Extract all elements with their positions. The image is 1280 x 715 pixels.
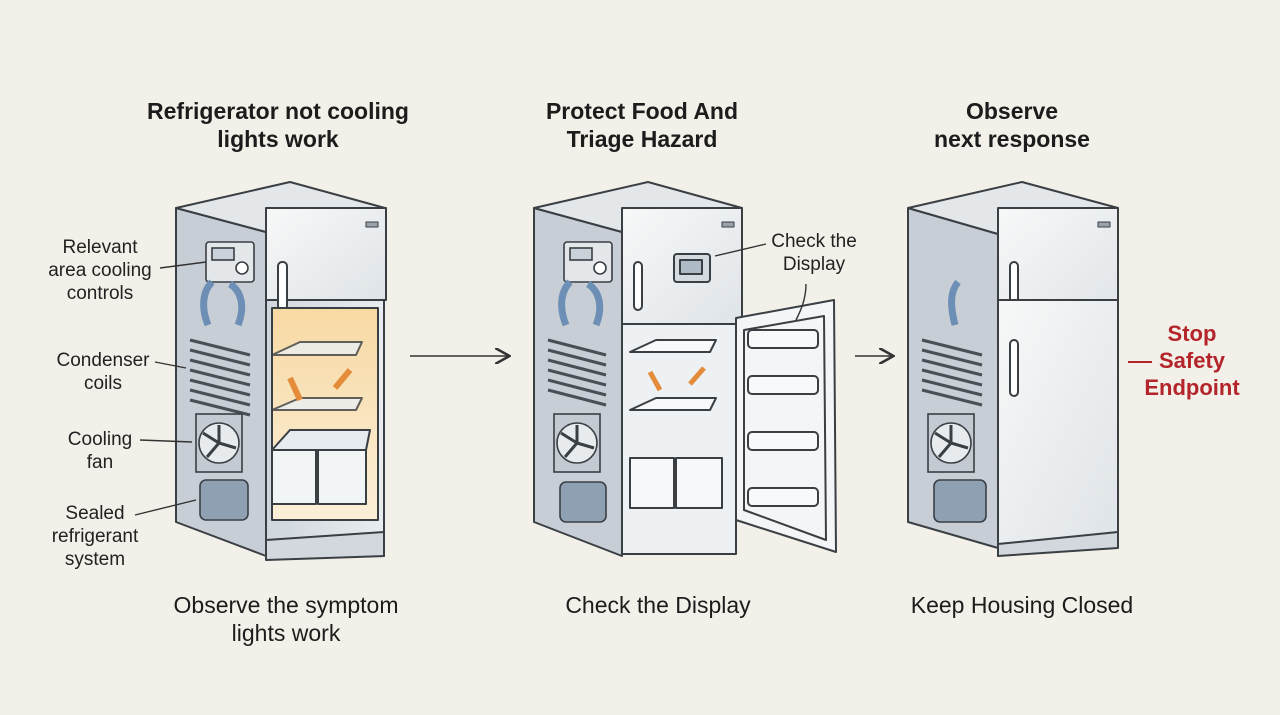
condenser-coil-icon xyxy=(189,338,251,417)
step-1-title: Refrigerator not cooling lights work xyxy=(147,98,409,152)
compressor-icon xyxy=(199,479,249,521)
cooling-fan-icon xyxy=(195,413,243,473)
step-3-caption: Keep Housing Closed xyxy=(910,592,1134,618)
callout-sealed-refrigerant-system: Sealed refrigerant system xyxy=(51,503,139,570)
fridge-1-leader-lines xyxy=(134,261,207,516)
fridge-2-components xyxy=(547,241,706,523)
callout-cooling-controls: Relevant area cooling controls xyxy=(48,237,152,304)
callout-check-display: Check the Display xyxy=(771,231,857,275)
callout-cooling-fan: Cooling fan xyxy=(67,429,133,473)
airflow-arrow-icon xyxy=(200,279,215,327)
step-2-caption: Check the Display xyxy=(565,592,751,618)
stop-safety-endpoint: Stop Safety Endpoint xyxy=(1144,321,1240,400)
callout-condenser-coils: Condenser coils xyxy=(56,350,150,394)
step-3-title: Observe next response xyxy=(934,98,1090,152)
fridge-1-components xyxy=(189,241,353,521)
step-1-caption: Observe the symptom lights work xyxy=(173,592,399,646)
fridge-2-leader-lines xyxy=(714,243,807,321)
step-2-title: Protect Food And Triage Hazard xyxy=(545,98,739,152)
fridge-3-components xyxy=(921,279,987,523)
